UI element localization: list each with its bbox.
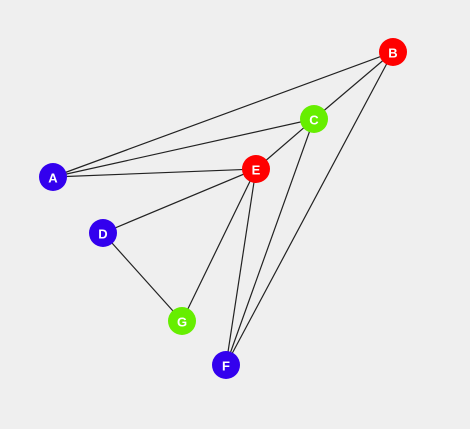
edge-a-e — [52, 168, 257, 178]
node-b: B — [379, 38, 407, 66]
node-label-a: A — [48, 171, 58, 186]
node-circle-d — [89, 219, 117, 247]
edge-c-f — [225, 118, 315, 366]
edge-a-b — [52, 51, 394, 178]
node-label-e: E — [252, 163, 261, 178]
node-label-d: D — [98, 227, 107, 242]
edge-d-e — [102, 168, 257, 234]
edge-b-c — [313, 51, 394, 120]
node-circle-b — [379, 38, 407, 66]
node-d: D — [89, 219, 117, 247]
node-e: E — [242, 155, 270, 183]
edge-e-g — [181, 168, 257, 322]
node-circle-c — [300, 105, 328, 133]
node-circle-g — [168, 307, 196, 335]
edge-b-f — [225, 51, 394, 366]
node-f: F — [212, 351, 240, 379]
node-label-g: G — [177, 315, 187, 330]
node-label-b: B — [388, 46, 397, 61]
node-circle-e — [242, 155, 270, 183]
node-a: A — [39, 163, 67, 191]
edge-e-f — [225, 168, 257, 366]
node-g: G — [168, 307, 196, 335]
node-circle-a — [39, 163, 67, 191]
node-circle-f — [212, 351, 240, 379]
edge-d-g — [102, 232, 183, 322]
edges-layer — [52, 51, 394, 366]
nodes-layer: A B C D E F G — [39, 38, 407, 379]
node-label-c: C — [309, 113, 319, 128]
node-c: C — [300, 105, 328, 133]
edge-a-c — [52, 118, 315, 178]
node-label-f: F — [222, 359, 230, 374]
